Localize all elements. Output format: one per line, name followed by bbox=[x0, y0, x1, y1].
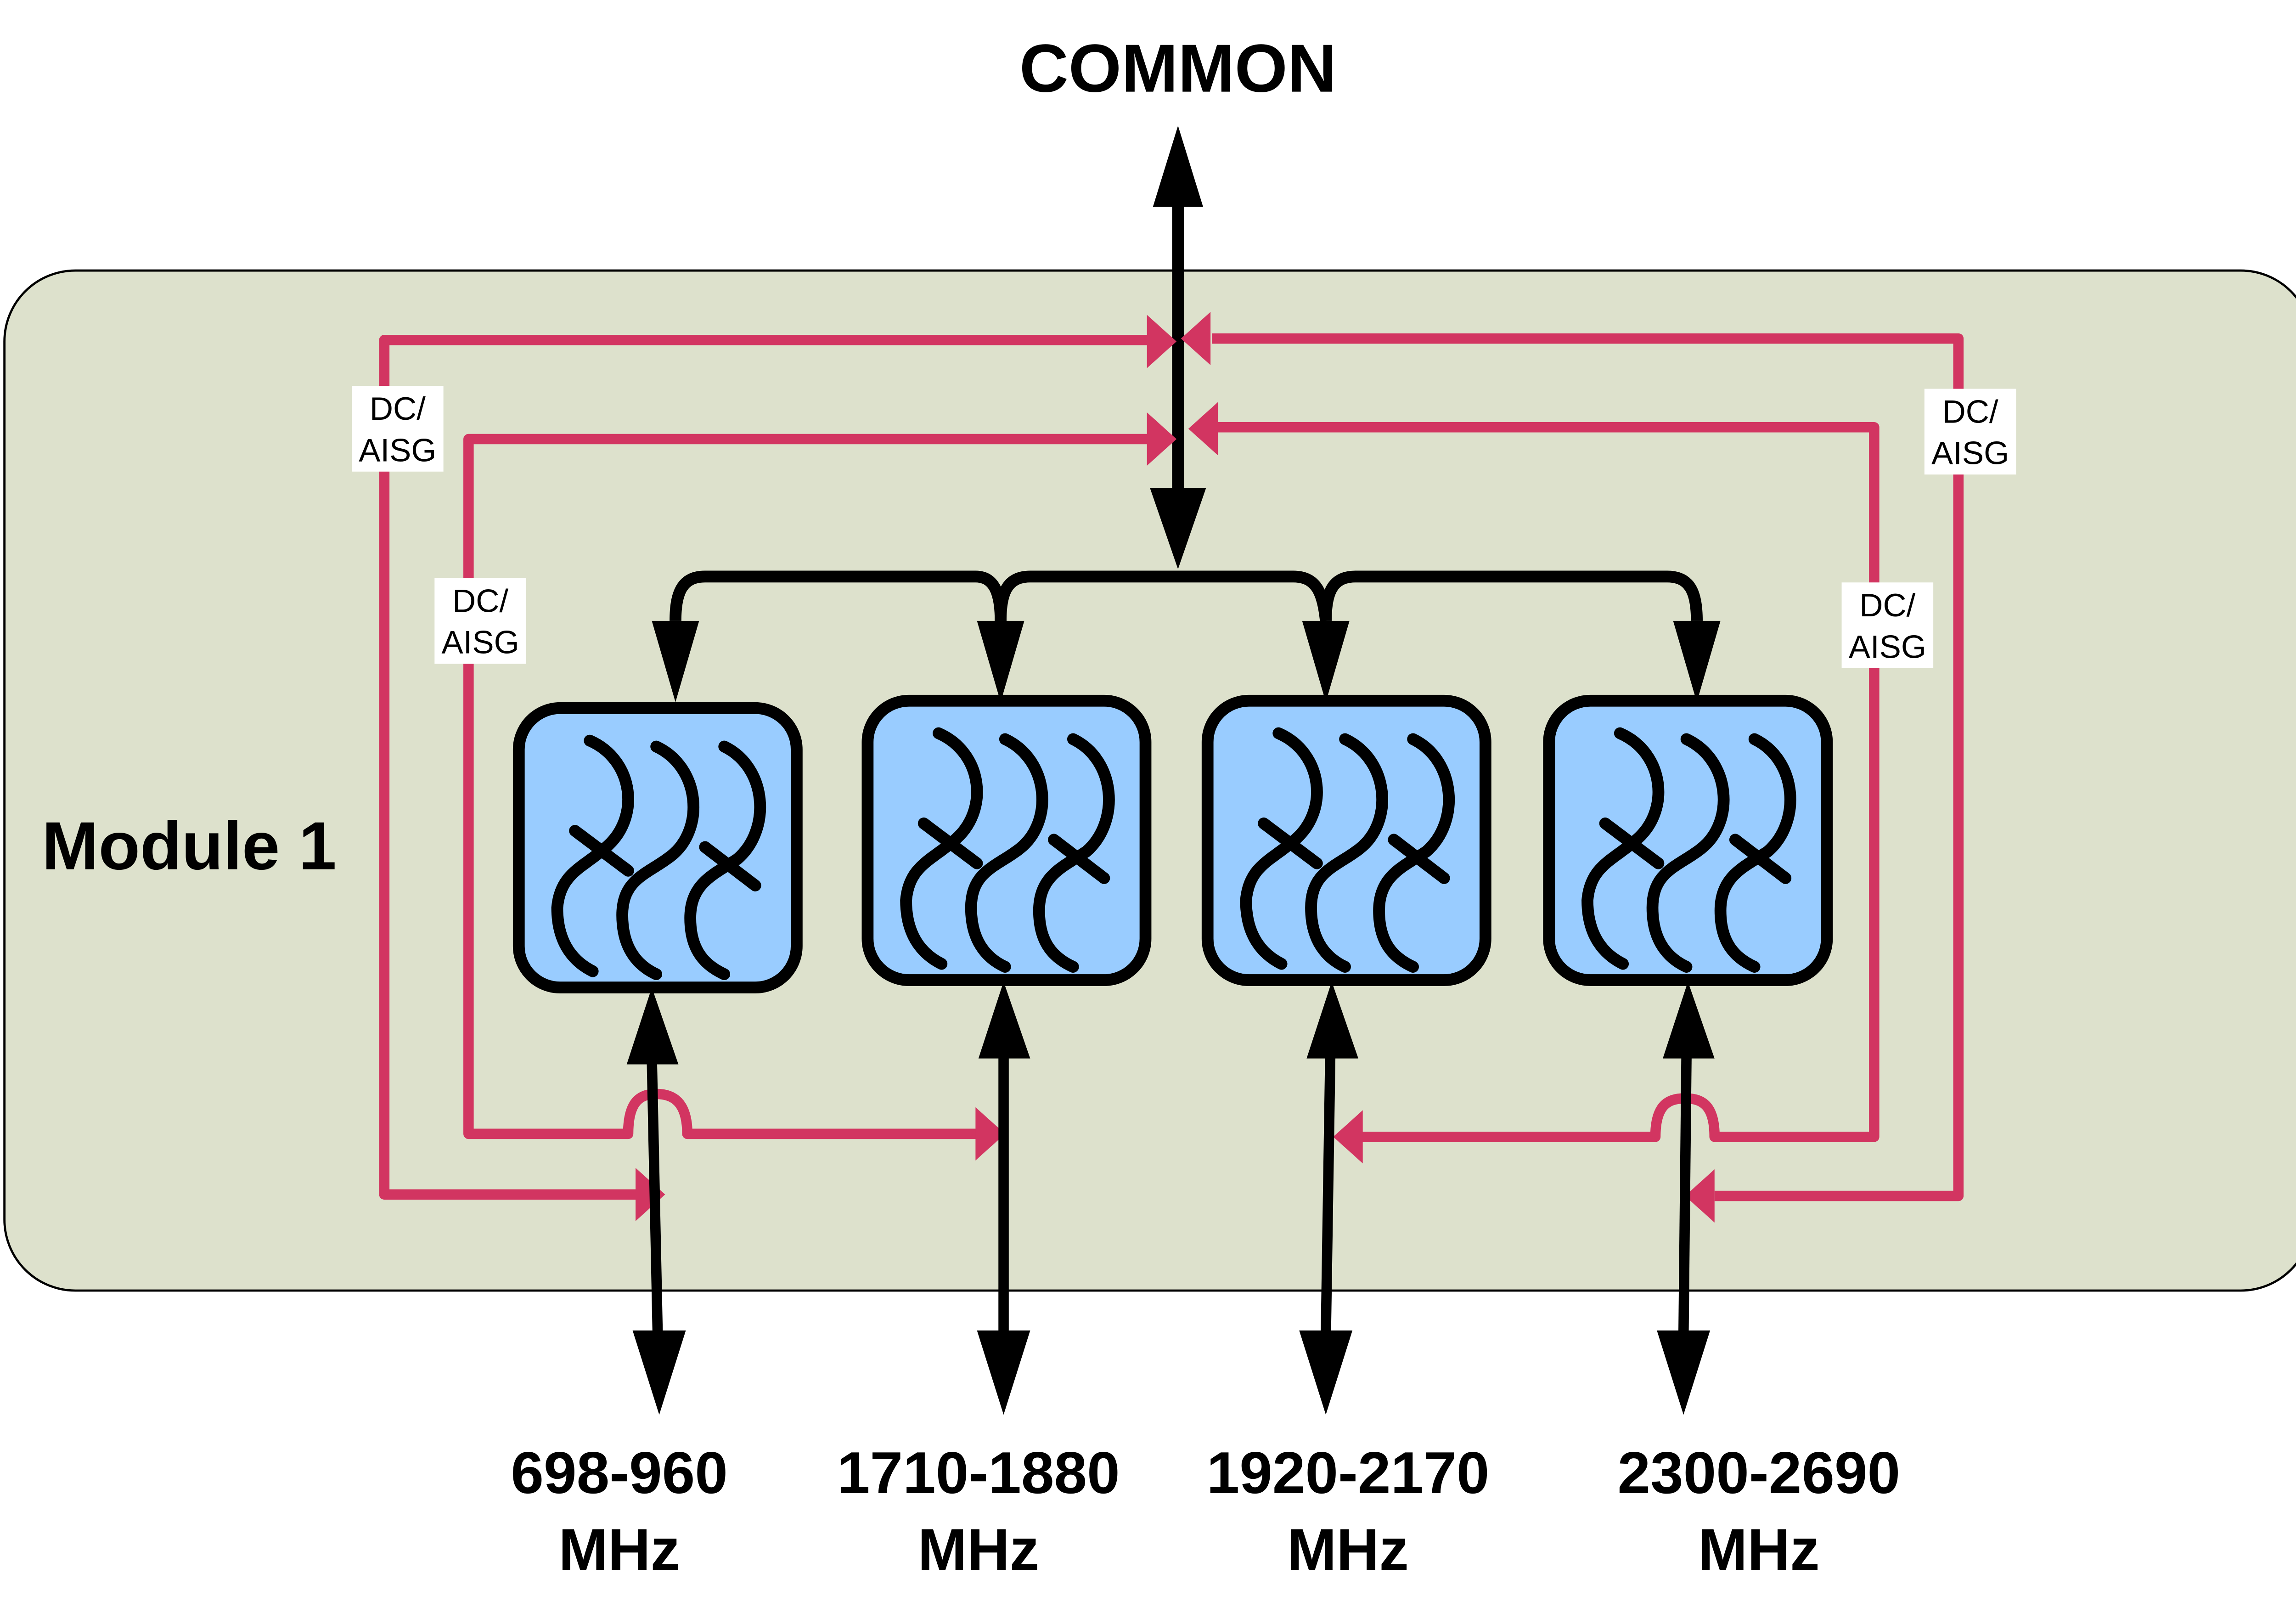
arrowhead-up-icon bbox=[1306, 981, 1359, 1059]
dc-aisg-path-band4 bbox=[1212, 333, 1964, 1201]
band-label-range-4: 2300-2690 bbox=[1617, 1440, 1900, 1506]
band-port-4 bbox=[1657, 981, 1715, 1415]
dc-aisg-text-line1: DC/ bbox=[370, 391, 426, 427]
arrowhead-right-icon bbox=[975, 1107, 1005, 1161]
arrowhead-up-icon bbox=[626, 987, 679, 1065]
dc-aisg-text-line1: DC/ bbox=[1859, 587, 1915, 624]
arrowhead-down-icon bbox=[1673, 620, 1721, 702]
dc-aisg-text-line2: AISG bbox=[1931, 435, 2009, 472]
module-label: Module 1 bbox=[42, 808, 337, 884]
arrowhead-left-icon bbox=[1333, 1110, 1363, 1164]
band-port-2 bbox=[977, 981, 1030, 1415]
arrowhead-down-icon bbox=[652, 620, 699, 702]
arrowhead-down-icon bbox=[1302, 620, 1350, 702]
arrowhead-right-icon bbox=[1147, 412, 1177, 466]
arrowhead-down-icon bbox=[1657, 1330, 1711, 1415]
band-label-range-1: 698-960 bbox=[511, 1440, 728, 1506]
arrowhead-up-icon bbox=[1663, 981, 1715, 1059]
dc-aisg-label-outer-right: DC/ AISG bbox=[1924, 389, 2016, 475]
band-port-1 bbox=[626, 987, 686, 1415]
arrowhead-up-icon bbox=[978, 981, 1030, 1059]
dc-aisg-text-line1: DC/ bbox=[1942, 394, 1998, 430]
band-label-range-2: 1710-1880 bbox=[837, 1440, 1120, 1506]
dc-aisg-text-line1: DC/ bbox=[452, 583, 508, 620]
filter-block-2 bbox=[861, 694, 1152, 986]
band-label-unit-3: MHz bbox=[1287, 1517, 1409, 1583]
dc-aisg-arrowheads bbox=[636, 312, 1715, 1223]
common-label: COMMON bbox=[1019, 31, 1337, 107]
dc-aisg-paths bbox=[379, 333, 1964, 1201]
filter-input-arrows bbox=[652, 620, 1721, 702]
band-label-range-3: 1920-2170 bbox=[1207, 1440, 1490, 1506]
dc-aisg-text-line2: AISG bbox=[359, 432, 436, 468]
arrowhead-right-icon bbox=[1147, 315, 1177, 368]
arrowhead-down-icon bbox=[632, 1330, 686, 1415]
rf-distribution-bus bbox=[670, 570, 1703, 622]
arrowhead-down-icon bbox=[977, 620, 1024, 702]
filter-block-1 bbox=[512, 702, 803, 994]
band-port-3 bbox=[1299, 981, 1359, 1415]
filter-block-4 bbox=[1543, 694, 1833, 986]
dc-aisg-path-band1 bbox=[379, 335, 1150, 1200]
arrowhead-left-icon bbox=[1188, 402, 1218, 456]
common-port-line bbox=[1150, 125, 1206, 570]
band-labels: 698-960 MHz 1710-1880 MHz 1920-2170 MHz … bbox=[511, 1440, 1900, 1583]
filter-block-3 bbox=[1201, 694, 1491, 986]
dc-aisg-text-line2: AISG bbox=[1849, 629, 1926, 665]
arrowhead-down-icon bbox=[1299, 1330, 1353, 1415]
band-label-unit-2: MHz bbox=[918, 1517, 1040, 1583]
band-label-unit-1: MHz bbox=[558, 1517, 680, 1583]
arrowhead-left-icon bbox=[1181, 312, 1211, 366]
arrowhead-down-icon bbox=[977, 1330, 1030, 1415]
arrowhead-down-icon bbox=[1150, 488, 1206, 570]
dc-aisg-label-inner-left: DC/ AISG bbox=[434, 578, 526, 664]
arrowhead-up-icon bbox=[1153, 125, 1204, 207]
band-label-unit-4: MHz bbox=[1698, 1517, 1820, 1583]
dc-aisg-label-outer-left: DC/ AISG bbox=[352, 386, 444, 472]
band-port-lines bbox=[626, 981, 1715, 1415]
dc-aisg-label-inner-right: DC/ AISG bbox=[1841, 582, 1934, 668]
arrowhead-left-icon bbox=[1685, 1169, 1715, 1223]
dc-aisg-text-line2: AISG bbox=[442, 625, 519, 661]
